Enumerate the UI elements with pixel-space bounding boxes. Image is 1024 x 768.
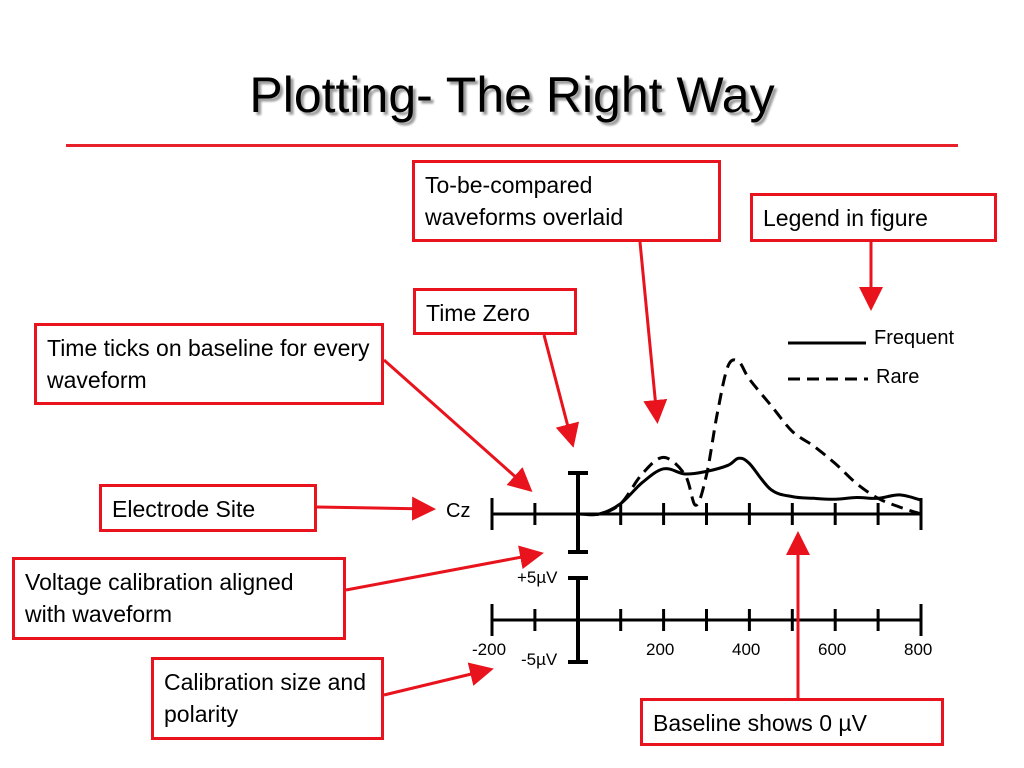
- arrow-compared: [638, 241, 668, 424]
- time-tick-label-600: 600: [818, 640, 847, 659]
- callout-voltage-calibration: Voltage calibration aligned with wavefor…: [12, 557, 346, 640]
- time-tick-label-neg200: -200: [472, 640, 507, 659]
- callout-compared-waveforms: To-be-compared waveforms overlaid: [412, 160, 721, 242]
- title-underline: [66, 144, 958, 147]
- legend-label-frequent: Frequent: [874, 327, 955, 349]
- slide-title: Plotting- The Right Way: [249, 67, 775, 123]
- electrode-label: Cz: [446, 500, 471, 522]
- calibration-time-axis: [490, 604, 923, 636]
- time-tick-label-800: 800: [904, 640, 933, 659]
- arrow-electrode: [316, 496, 436, 521]
- arrow-time-zero: [542, 334, 580, 448]
- callout-baseline: Baseline shows 0 µV: [640, 698, 944, 746]
- time-tick-label-200: 200: [646, 640, 675, 659]
- calibration-pos-label: +5µV: [517, 568, 558, 587]
- callout-electrode-site: Electrode Site: [99, 484, 317, 532]
- legend-label-rare: Rare: [876, 366, 920, 388]
- series-rare-line: [491, 358, 922, 517]
- arrow-voltage: [345, 545, 544, 592]
- calibration-neg-label: -5µV: [521, 650, 558, 669]
- callout-time-ticks: Time ticks on baseline for every wavefor…: [34, 323, 384, 405]
- callout-legend: Legend in figure: [750, 193, 997, 242]
- time-tick-label-400: 400: [732, 640, 761, 659]
- callout-calibration-size: Calibration size and polarity: [151, 657, 384, 740]
- callout-time-zero: Time Zero: [413, 288, 577, 335]
- arrow-time-ticks: [383, 358, 533, 492]
- arrow-calibration: [383, 662, 494, 697]
- series-frequent-line: [491, 456, 922, 517]
